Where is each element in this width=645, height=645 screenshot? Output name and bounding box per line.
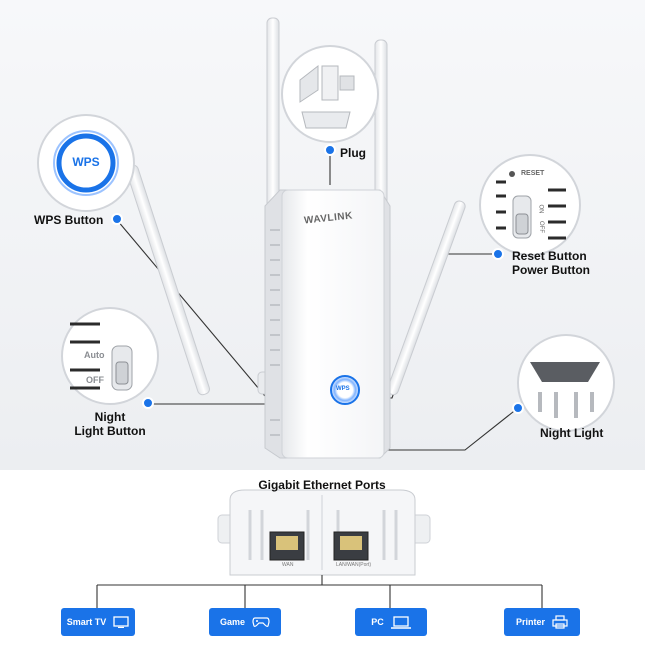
wps-button-label: WPS Button bbox=[34, 213, 104, 227]
night-light-label: Night Light bbox=[540, 426, 604, 440]
pc-tile: PC bbox=[355, 608, 427, 636]
printer-label: Printer bbox=[515, 617, 545, 627]
game-tile: Game bbox=[209, 608, 281, 636]
game-label: Game bbox=[219, 617, 245, 627]
connection-lines bbox=[96, 575, 543, 608]
lan-port bbox=[333, 531, 369, 561]
plug-marker bbox=[324, 144, 336, 156]
wan-port-label: WAN bbox=[282, 562, 294, 568]
night-off-label: OFF bbox=[86, 375, 104, 385]
power-button-label: Power Button bbox=[512, 263, 590, 277]
plug-label: Plug bbox=[340, 146, 366, 160]
reset-power-inset bbox=[479, 154, 581, 256]
plug-inset bbox=[281, 45, 379, 143]
wps-inset-key-label: WPS bbox=[72, 155, 100, 169]
reset-label: RESET bbox=[521, 170, 545, 177]
printer-icon bbox=[552, 615, 568, 629]
pc-label: PC bbox=[371, 617, 384, 627]
auto-label: Auto bbox=[84, 350, 105, 360]
reset-marker bbox=[492, 248, 504, 260]
smart-tv-tile: Smart TV bbox=[61, 608, 135, 636]
laptop-icon bbox=[390, 615, 411, 629]
on-label: ON bbox=[537, 204, 544, 214]
night-light-inset bbox=[517, 334, 615, 432]
night-light-button-label-line2: Light Button bbox=[74, 424, 146, 438]
smart-tv-icon bbox=[113, 616, 129, 628]
night-button-marker bbox=[142, 397, 154, 409]
night-light-button-label-line1: Night bbox=[94, 410, 126, 424]
night-light-marker bbox=[512, 402, 524, 414]
off-label: OFF bbox=[538, 221, 544, 233]
night-light-button-inset bbox=[61, 307, 159, 405]
ports-device bbox=[217, 489, 431, 576]
wan-port bbox=[269, 531, 305, 561]
smart-tv-label: Smart TV bbox=[66, 617, 107, 627]
body-wps-key-label: WPS bbox=[336, 386, 350, 392]
antenna-right-angled bbox=[387, 200, 466, 396]
gamepad-icon bbox=[252, 617, 270, 627]
printer-tile: Printer bbox=[504, 608, 580, 636]
wps-inset bbox=[37, 114, 135, 212]
wps-marker bbox=[111, 213, 123, 225]
extender-body bbox=[264, 189, 391, 459]
reset-button-label: Reset Button bbox=[512, 249, 587, 263]
ports-title: Gigabit Ethernet Ports bbox=[258, 478, 386, 492]
lan-port-label: LAN/WAN(Port) bbox=[336, 562, 372, 568]
